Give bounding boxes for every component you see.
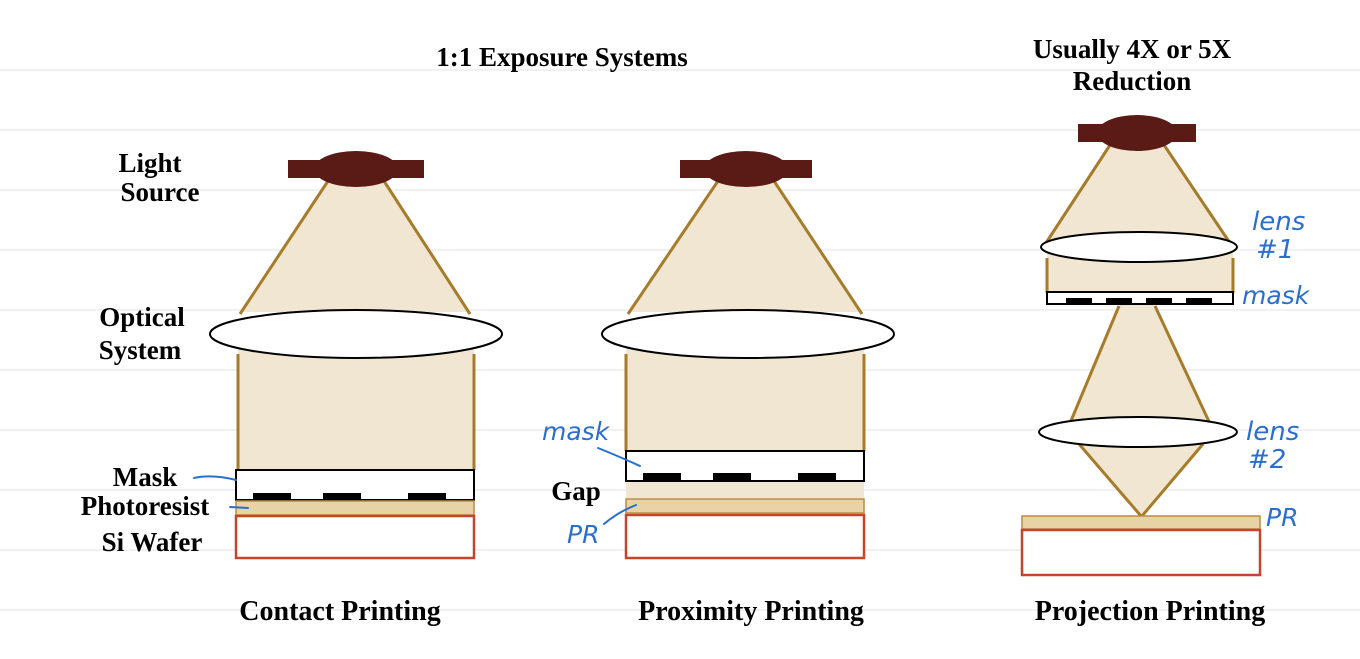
proximity-beam-upper [628,178,862,312]
optical-system-label-line1: Optical [99,302,185,332]
proximity-mask-feature [713,473,751,481]
proximity-photoresist [625,498,865,514]
handwritten-mask-proximity: mask [542,417,611,446]
projection-lens-1 [1040,231,1238,263]
proximity-si-wafer [624,513,866,560]
contact-mask-feature [323,493,361,500]
contact-optical-lens [209,309,503,359]
caption-contact-printing: Contact Printing [239,596,440,627]
photoresist-pointer [229,506,249,509]
projection-title-line2: Reduction [1073,66,1192,96]
si-wafer-label: Si Wafer [102,527,203,557]
handwritten-mask-projection: mask [1242,281,1311,310]
projection-mask-feature [1066,298,1092,303]
contact-si-wafer [234,514,476,560]
light-source-label-line1: Light [118,148,181,178]
caption-proximity-printing: Proximity Printing [638,596,864,627]
caption-projection-printing: Projection Printing [1035,596,1265,627]
contact-mask-feature [408,493,446,500]
projection-beam-upper [1042,142,1234,246]
projection-title-line1: Usually 4X or 5X [1033,34,1232,64]
contact-mask-feature [253,493,291,500]
contact-light-source [288,151,424,187]
handwritten-lens1-line1: lens [1252,207,1305,237]
handwritten-lens2-line1: lens [1246,417,1299,447]
projection-mask-feature [1146,298,1172,303]
proximity-mask-feature [798,473,836,481]
optical-system-label-line2: System [99,335,182,365]
handwritten-pr-proximity: PR [567,520,599,549]
contact-photoresist [235,500,475,516]
projection-printing-diagram [1020,115,1262,577]
proximity-printing-diagram [601,151,895,560]
handwritten-lens2-line2: #2 [1248,445,1286,475]
proximity-optical-lens [601,309,895,359]
handwritten-lens1-line2: #1 [1256,235,1294,265]
projection-mask-feature [1186,298,1212,303]
proximity-gap [626,482,864,498]
contact-printing-diagram [209,151,503,560]
projection-mask-feature [1106,298,1132,303]
photoresist-label: Photoresist [81,491,210,521]
projection-lens-2 [1038,416,1238,448]
contact-beam-upper [240,178,470,312]
proximity-light-source [680,151,812,187]
handwritten-pr-pointer [603,504,637,525]
projection-light-source [1078,115,1196,151]
projection-beam-diamond [1068,305,1212,516]
proximity-mask-feature [643,473,681,481]
handwritten-mask-pointer [597,447,641,467]
gap-label: Gap [551,476,601,506]
projection-si-wafer [1020,528,1262,577]
mask-pointer [193,475,237,481]
handwritten-pr-projection: PR [1266,503,1298,532]
mask-label: Mask [113,462,178,492]
light-source-label-line2: Source [121,177,200,207]
projection-photoresist [1021,515,1261,530]
diagram-title: 1:1 Exposure Systems [436,42,688,72]
